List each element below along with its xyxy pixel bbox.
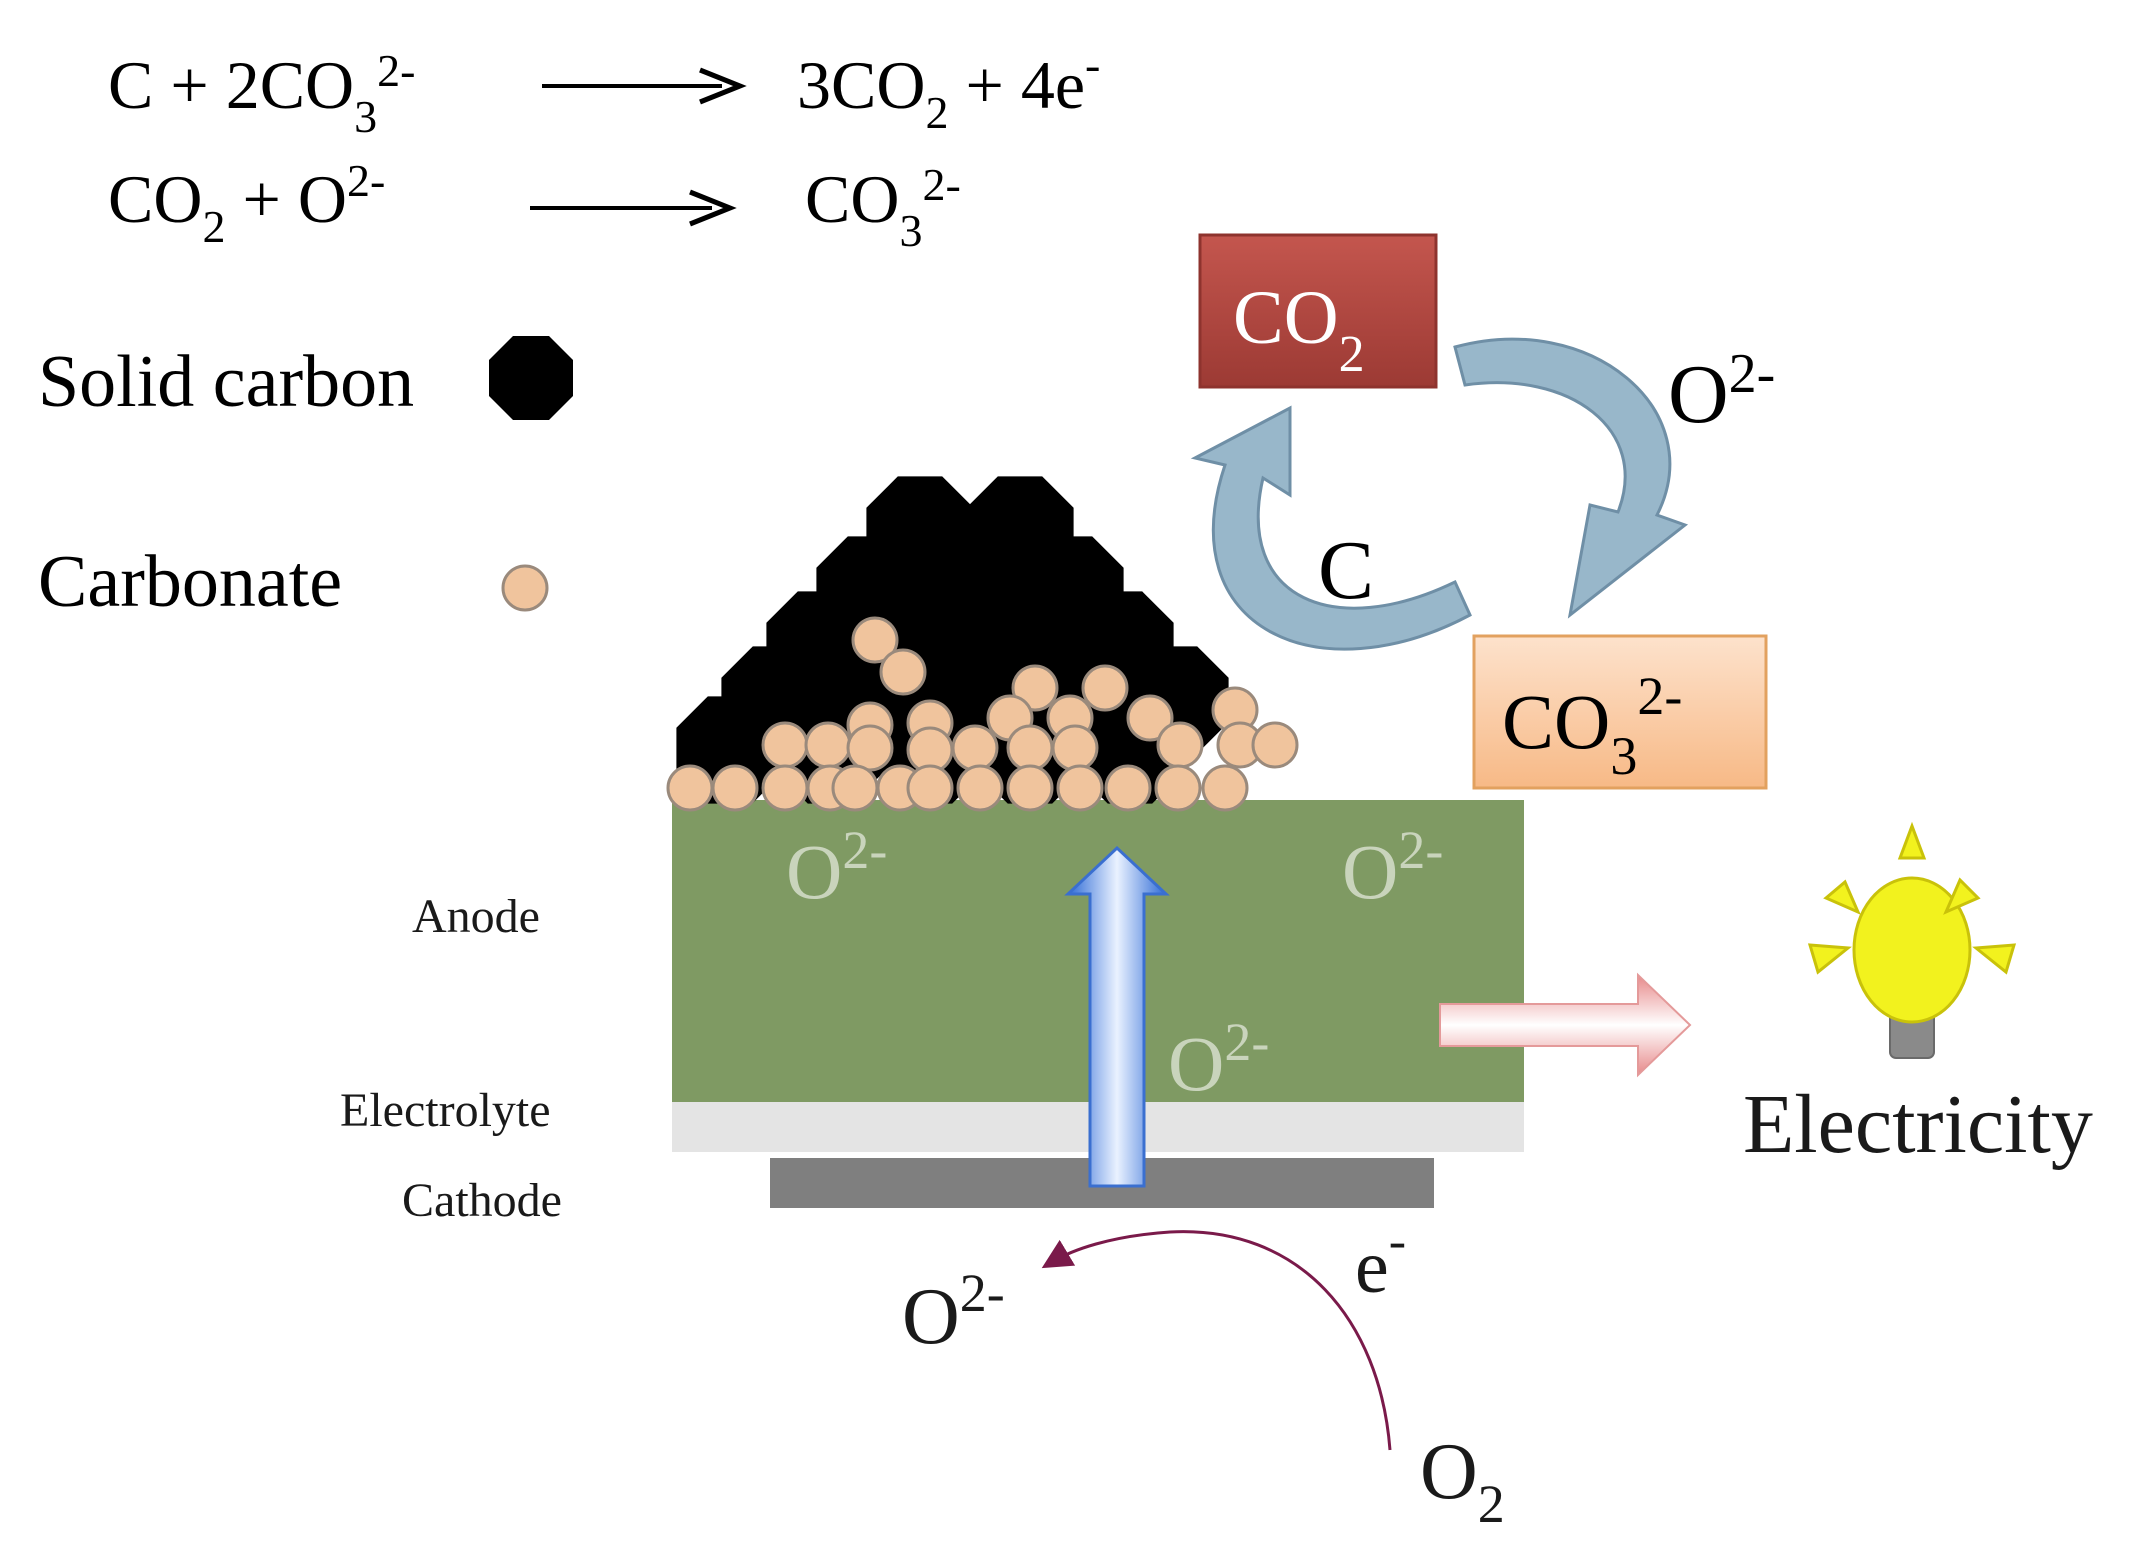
carbonate-particle — [1156, 721, 1204, 769]
cycle-arrow-co2-to-co3 — [1453, 337, 1689, 619]
carbonate-particle — [1081, 664, 1129, 712]
carbonate-particle — [1006, 764, 1054, 812]
carbonate-particle — [1154, 764, 1202, 812]
legend-solid-carbon-symbol — [489, 336, 573, 420]
carbonate-particle — [711, 764, 759, 812]
co3-box: CO32- — [1472, 634, 1768, 790]
carbonate-particle — [761, 721, 809, 769]
cycle-carbon-label: C — [1318, 524, 1374, 617]
carbonate-particle — [831, 764, 879, 812]
co2-box-label: CO2 — [1233, 276, 1365, 383]
co2-box: CO2 — [1198, 233, 1438, 389]
cycle-arrow-co3-to-co2 — [1190, 405, 1472, 651]
equation-2-lhs: CO2 + O2- — [108, 155, 385, 252]
equation-1: C + 2CO32- 3CO2 + 4e- — [108, 39, 1100, 142]
equation-1-lhs: C + 2CO32- — [108, 45, 416, 142]
equation-1-rhs: 3CO2 + 4e- — [797, 39, 1100, 138]
cycle-o2-ion-label: O2- — [1668, 343, 1775, 441]
cathode-label: Cathode — [402, 1174, 562, 1227]
carbonate-particle — [1011, 664, 1059, 712]
carbonate-particle — [1251, 721, 1299, 769]
oxygen-gas-label: O2 — [1420, 1428, 1505, 1534]
carbonate-particle — [956, 764, 1004, 812]
carbonate-particle — [851, 616, 899, 664]
electricity-label: Electricity — [1743, 1078, 2093, 1171]
electrolyte-label: Electrolyte — [340, 1084, 551, 1137]
anode-ion-label-center: O2- — [1168, 1012, 1269, 1107]
equation-1-arrow-head — [699, 67, 747, 105]
legend-carbonate-label: Carbonate — [38, 541, 342, 623]
carbonate-particle — [1126, 694, 1174, 742]
co3-box-label: CO32- — [1502, 666, 1682, 786]
carbonate-particle — [1104, 764, 1152, 812]
legend-solid-carbon-label: Solid carbon — [38, 341, 414, 423]
carbonate-particle — [1006, 724, 1054, 772]
carbonate-particle — [1201, 764, 1249, 812]
carbonate-particle — [1051, 724, 1099, 772]
equation-2-rhs: CO32- — [805, 159, 961, 256]
carbonate-particle — [951, 724, 999, 772]
anode-ion-label-left: O2- — [786, 820, 887, 915]
carbonate-particle — [761, 764, 809, 812]
equation-2-arrow-head — [689, 189, 737, 227]
light-bulb-icon — [1807, 821, 2017, 1059]
oxide-ion-transport-arrow — [1064, 845, 1170, 1188]
equation-2: CO2 + O2- CO32- — [108, 155, 961, 256]
carbonate-particle — [804, 721, 852, 769]
carbonate-particle — [879, 648, 927, 696]
electricity-output-arrow — [1439, 972, 1692, 1078]
carbonate-particles — [666, 616, 1299, 812]
anode-label: Anode — [412, 890, 540, 943]
legend-carbonate-symbol — [501, 564, 549, 612]
anode-ion-label-right: O2- — [1342, 820, 1443, 915]
carbonate-particle — [1056, 764, 1104, 812]
cathode-oxide-ion-label: O2- — [902, 1263, 1005, 1361]
electron-label: e- — [1355, 1213, 1406, 1309]
carbonate-particle — [906, 764, 954, 812]
carbonate-particle — [666, 764, 714, 812]
cathode-reaction-arrow — [1041, 1230, 1392, 1451]
carbonate-particle — [846, 724, 894, 772]
